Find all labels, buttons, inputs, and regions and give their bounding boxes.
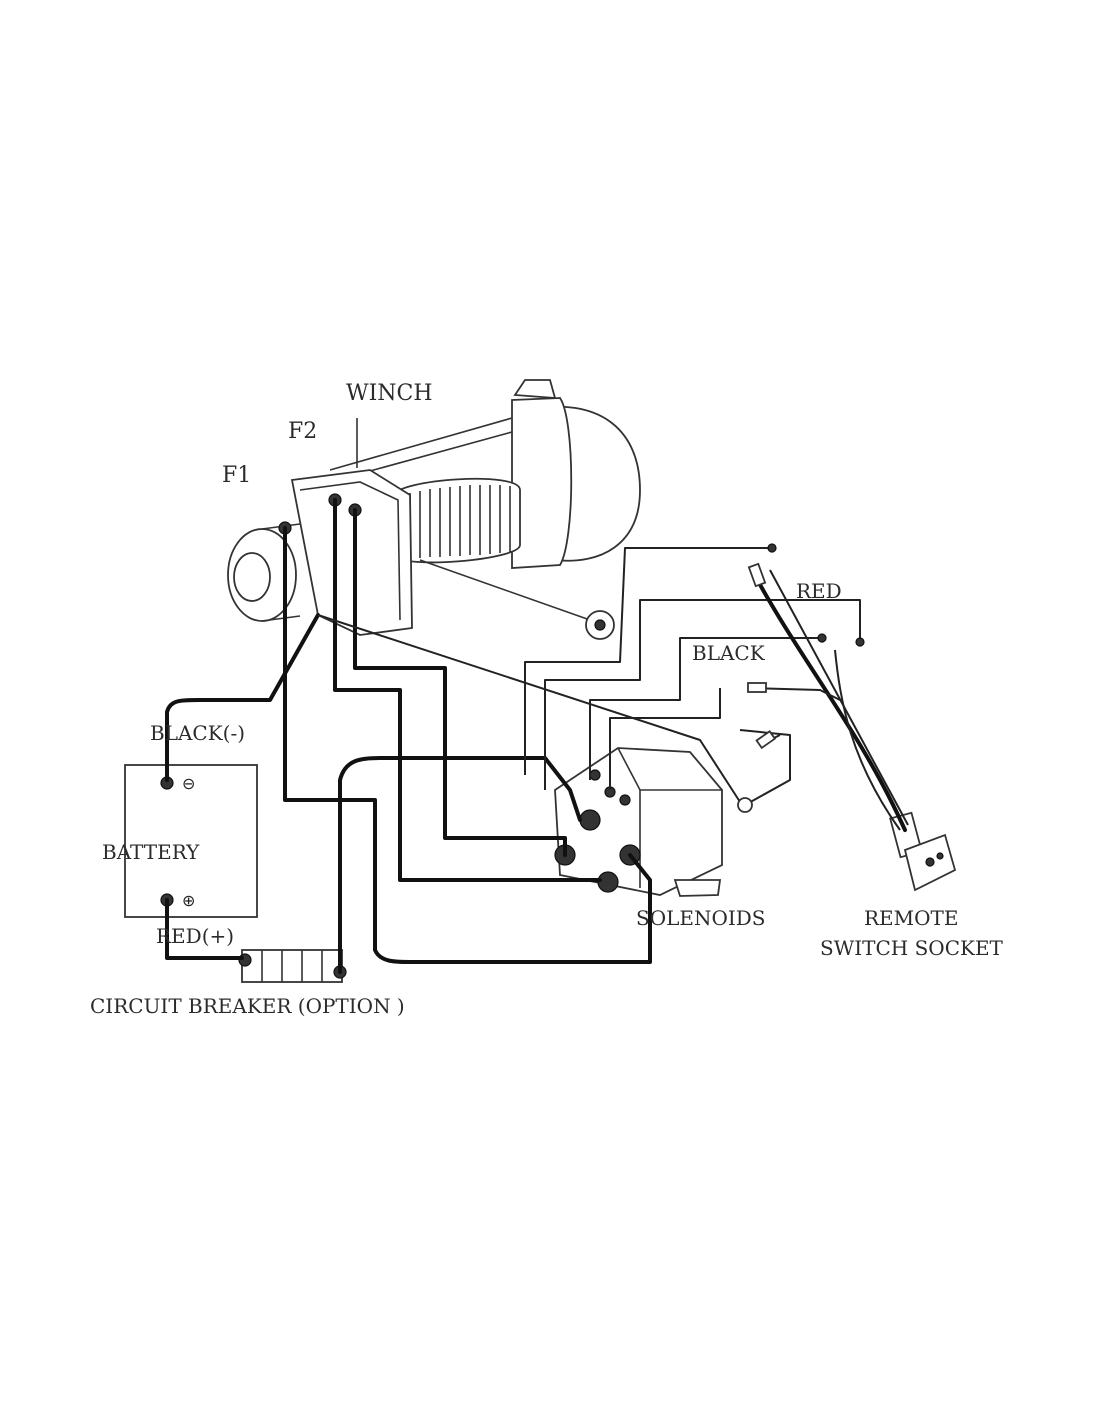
power-wires (165, 498, 743, 974)
label-solenoids: SOLENOIDS (636, 906, 766, 930)
label-winch: WINCH (346, 381, 433, 406)
plus-icon: ⊕ (182, 891, 195, 910)
label-f2: F2 (288, 419, 317, 444)
circuit-breaker (238, 949, 347, 983)
minus-icon: ⊖ (182, 774, 195, 793)
label-black-wire: BLACK (692, 641, 766, 665)
label-red-positive: RED(+) (156, 924, 234, 948)
remote-switch-socket (889, 811, 957, 892)
winch (227, 379, 641, 640)
label-red-wire: RED (796, 579, 842, 603)
control-wires (524, 543, 909, 832)
label-circuit-breaker: CIRCUIT BREAKER (OPTION ) (90, 994, 405, 1018)
solenoid-post (597, 871, 619, 893)
solenoid-post (579, 809, 601, 831)
solenoid-pack (554, 747, 723, 897)
battery: ⊖ ⊕ (124, 764, 258, 918)
label-battery: BATTERY (102, 840, 200, 864)
label-black-negative: BLACK(-) (150, 721, 245, 745)
label-switch-socket: SWITCH SOCKET (820, 936, 1004, 960)
label-remote: REMOTE (864, 906, 958, 930)
label-f1: F1 (222, 463, 251, 488)
